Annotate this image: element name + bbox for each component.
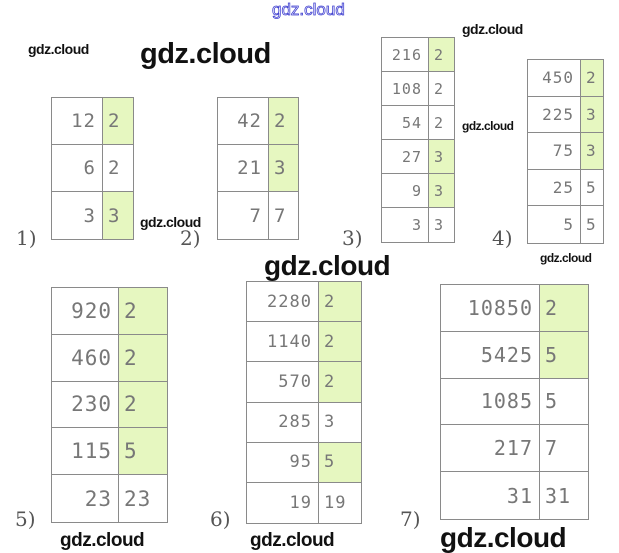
divisor-cell: 3	[434, 216, 445, 234]
dividend-cell: 27	[382, 140, 429, 174]
divisor-cell: 3	[103, 192, 133, 239]
divisor-cell: 2	[581, 60, 603, 97]
divisor-cell: 2	[540, 285, 588, 332]
dividend-cell: 54	[382, 106, 429, 140]
dividend-cell: 920	[52, 288, 119, 335]
dividend-cell: 6	[52, 145, 103, 192]
divisor-cell: 19	[324, 492, 347, 513]
dividend-cell: 217	[441, 425, 540, 473]
divisor-cell: 2	[429, 38, 454, 72]
watermark: gdz.cloud	[28, 41, 89, 57]
divisor-cell: 5	[540, 379, 588, 426]
dividend-cell: 570	[247, 362, 319, 403]
watermark: gdz.cloud	[540, 251, 592, 265]
dividend-cell: 216	[382, 38, 429, 72]
exercise-number: 7)	[400, 507, 421, 531]
divisor-cell: 2	[429, 72, 454, 106]
divisor-cell: 2	[119, 288, 167, 335]
dividend-cell: 450	[528, 60, 581, 97]
dividend-cell: 10850	[441, 285, 540, 332]
divisor-cell: 5	[586, 215, 597, 235]
divisor-cell: 3	[269, 145, 298, 192]
dividend-cell: 42	[218, 98, 269, 145]
exercise-number: 3)	[342, 226, 363, 250]
dividend-cell: 460	[52, 334, 119, 382]
exercise-number: 4)	[492, 226, 513, 250]
divisor-cell: 5	[319, 442, 361, 483]
watermark: gdz.cloud	[462, 119, 514, 133]
exercise-number: 6)	[210, 507, 231, 531]
divisor-cell: 2	[429, 106, 454, 140]
divisor-cell: 2	[119, 334, 167, 382]
divisor-cell: 31	[545, 483, 572, 508]
dividend-cell: 23	[52, 475, 119, 522]
watermark: gdz.cloud	[60, 530, 145, 551]
watermark: gdz.cloud	[264, 250, 391, 281]
watermark: gdz.cloud	[140, 214, 201, 230]
divisor-cell: 3	[581, 133, 603, 170]
dividend-cell: 285	[247, 402, 319, 443]
divisor-cell: 3	[429, 174, 454, 208]
watermark: gdz.cloud	[250, 530, 335, 551]
divisor-cell: 7	[540, 425, 588, 473]
divisor-cell: 2	[319, 322, 361, 363]
divisor-cell: 3	[319, 403, 361, 443]
dividend-cell: 9	[382, 174, 429, 208]
divisor-cell: 5	[581, 170, 603, 207]
dividend-cell: 19	[247, 482, 319, 523]
divisor-cell: 2	[103, 98, 133, 145]
divisor-cell: 23	[124, 486, 152, 511]
exercise-number: 2)	[180, 226, 201, 250]
dividend-cell: 1085	[441, 378, 540, 426]
dividend-cell: 108	[382, 72, 429, 106]
exercise-number: 5)	[15, 507, 36, 531]
divisor-cell: 2	[319, 282, 361, 323]
divisor-cell: 2	[119, 381, 167, 429]
dividend-cell: 3	[52, 192, 103, 239]
divisor-cell: 2	[103, 145, 133, 192]
watermark: gdz.cloud	[462, 21, 523, 37]
dividend-cell: 230	[52, 381, 119, 429]
exercise-number: 1)	[16, 226, 37, 250]
divisor-cell: 5	[119, 428, 167, 476]
divisor-cell: 3	[581, 96, 603, 134]
divisor-cell: 2	[269, 98, 298, 145]
divisor-cell: 3	[429, 140, 454, 174]
dividend-cell: 5425	[441, 331, 540, 379]
dividend-cell: 95	[247, 442, 319, 483]
dividend-cell: 1140	[247, 322, 319, 363]
dividend-cell: 115	[52, 428, 119, 476]
dividend-cell: 5	[528, 206, 581, 243]
watermark: gdz.cloud	[440, 522, 567, 553]
dividend-cell: 7	[218, 192, 269, 239]
divisor-cell: 5	[540, 331, 588, 379]
dividend-cell: 21	[218, 145, 269, 192]
dividend-cell: 25	[528, 169, 581, 207]
dividend-cell: 75	[528, 133, 581, 170]
dividend-cell: 3	[382, 208, 429, 242]
dividend-cell: 12	[52, 98, 103, 145]
divisor-cell: 7	[274, 204, 287, 227]
header-watermark: gdz.cloud	[272, 0, 346, 19]
divisor-cell: 2	[319, 362, 361, 403]
dividend-cell: 225	[528, 96, 581, 134]
dividend-cell: 2280	[247, 282, 319, 323]
dividend-cell: 31	[441, 472, 540, 519]
watermark: gdz.cloud	[140, 38, 271, 70]
